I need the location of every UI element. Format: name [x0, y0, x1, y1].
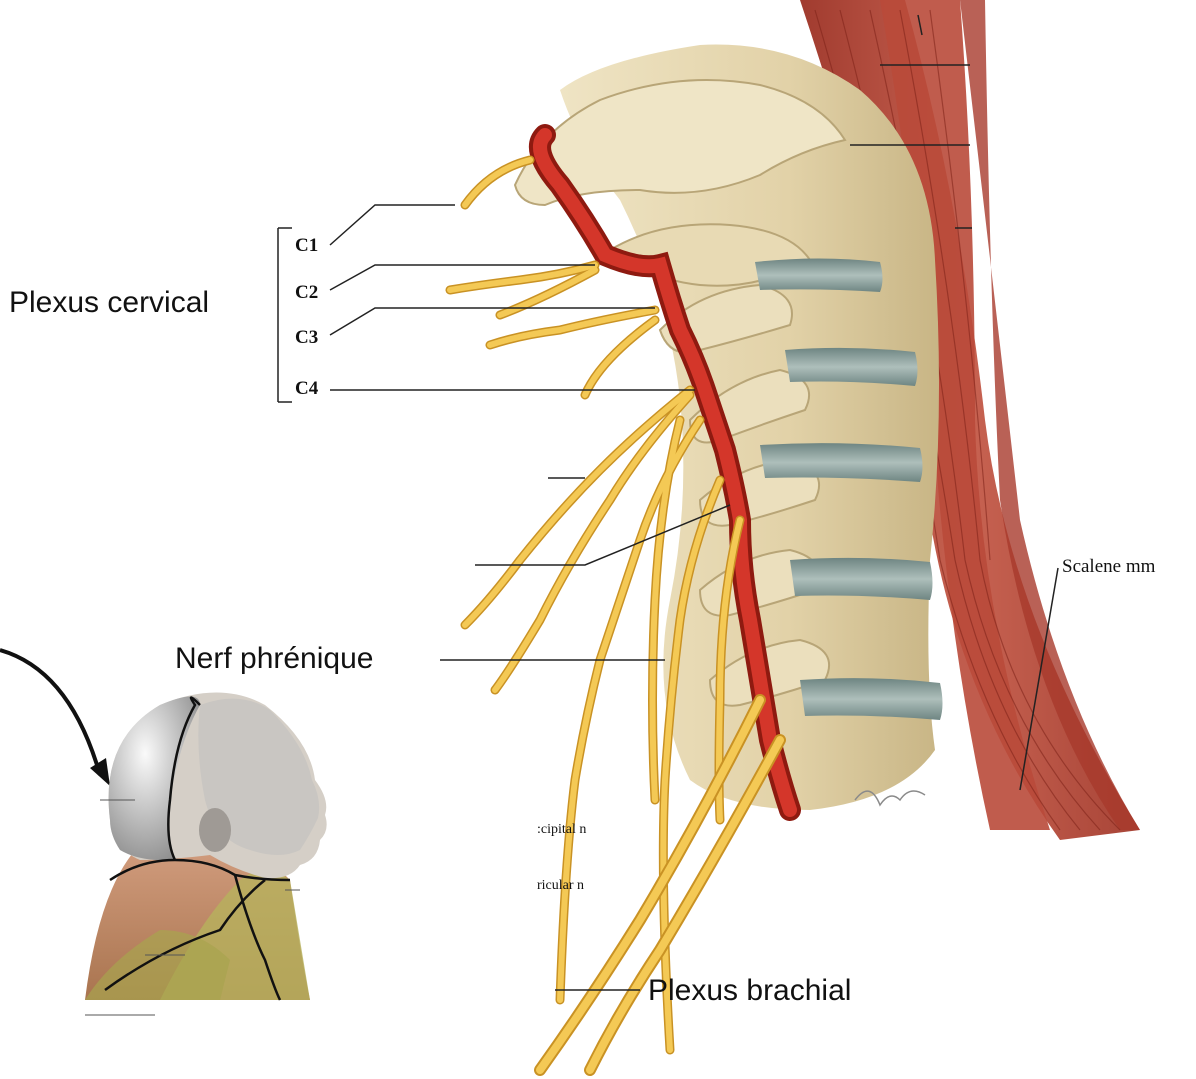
c3-label: C3	[295, 327, 318, 349]
scalene-label: Scalene mm	[1062, 556, 1155, 578]
pointer-arrow	[0, 650, 110, 786]
brachial-plexus-label: Plexus brachial	[648, 974, 851, 1008]
auricular-nerve-label: ricular n	[537, 878, 584, 894]
c2-label: C2	[295, 282, 318, 304]
occipital-nerve-label: :cipital n	[537, 822, 586, 838]
c1-label: C1	[295, 235, 318, 257]
c4-label: C4	[295, 378, 318, 400]
head-neck-illustration	[85, 693, 327, 1016]
cervical-plexus-label: Plexus cervical	[9, 286, 209, 320]
phrenic-nerve-label: Nerf phrénique	[175, 642, 373, 676]
